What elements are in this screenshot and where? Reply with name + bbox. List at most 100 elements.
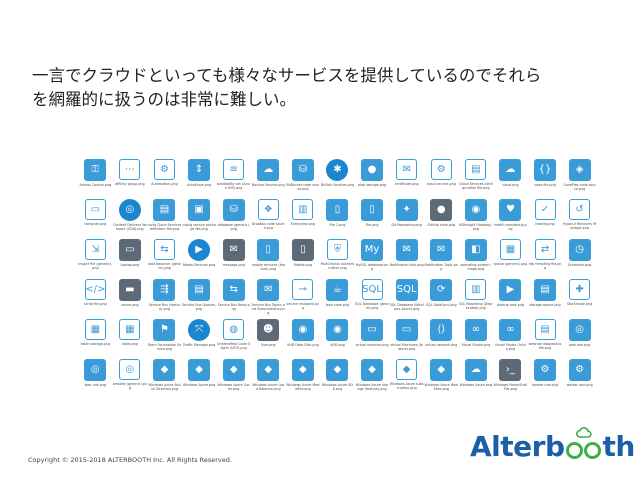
icon-label: AutoScale.png	[187, 183, 211, 187]
icon-tile: ⇲import file (generic).png	[78, 238, 113, 278]
icon-tile: ☁Windows Azure.png	[459, 358, 494, 398]
icon-tile: ⇄rdp remoting file.png	[528, 238, 563, 278]
directory-icon: ◆	[153, 359, 176, 381]
icon-tile: ◆Windows Azure.png	[182, 358, 217, 398]
icon-tile: ●GitHub code.png	[424, 198, 459, 238]
icon-label: web role.png	[84, 383, 107, 387]
storage-queue-icon: ▤	[534, 279, 557, 301]
icon-label: Windows Azure Active Directory.png	[148, 383, 181, 391]
icon-tile: ∞Visual Studio Online.png	[493, 318, 528, 358]
icon-tile: ✉message.png	[216, 238, 251, 278]
table-icon: ▦	[84, 319, 106, 340]
icon-tile: ▯Mobile.png	[286, 238, 321, 278]
notification-icon: ✉	[430, 239, 453, 261]
icon-tile: ☁cloud.png	[493, 158, 528, 198]
icon-tile: ◆Windows Azure MediaFile.png	[286, 358, 321, 398]
icon-tile: ▤Cloud Services configuration file.png	[459, 158, 494, 198]
icon-label: healthy.png	[535, 222, 555, 226]
icon-tile: ✉Notification Hub.png	[389, 238, 424, 278]
icon-tile: ▭Laptop.png	[113, 238, 148, 278]
recovery-icon: ↺	[569, 199, 591, 220]
icon-label: VHD Data Disk.png	[287, 343, 319, 347]
icon-tile: ◆Windows Azure Load Balancer.png	[251, 358, 286, 398]
icon-label: certificate.png	[394, 182, 419, 186]
website-icon: ◆	[430, 359, 453, 381]
icon-label: Java code.png	[325, 303, 350, 307]
icon-label: table storage.png	[80, 342, 110, 346]
icon-label: Service Bus Relay.png	[217, 303, 250, 311]
icon-label: SQL DataSync.png	[425, 303, 457, 307]
icon-label: File.png	[365, 223, 379, 227]
icon-label: Windows PowerShell File.png	[493, 383, 528, 391]
icon-label: Team Foundation Service.png	[147, 343, 182, 351]
github-icon: ●	[430, 199, 453, 221]
icon-tile: ⚿Access Control.png	[78, 158, 113, 198]
disk-icon: ◉	[291, 319, 314, 341]
logo-double-o-mark	[566, 427, 602, 459]
icon-tile: ⚙Automation.png	[147, 158, 182, 198]
topic-icon: ✉	[257, 279, 280, 301]
icon-tile: ✦Git Repository.png	[389, 198, 424, 238]
storage-icon: ◆	[361, 359, 384, 381]
icon-label: Windows Azure Cache.png	[217, 383, 250, 391]
document-icon: ▤	[465, 159, 487, 180]
document-icon: ▤	[153, 199, 176, 221]
icon-tile: ▬server.png	[113, 278, 148, 318]
script-icon: </>	[84, 279, 106, 300]
icon-label: message.png	[222, 263, 245, 267]
icon-label: Service Bus (feature).png	[148, 303, 181, 311]
icon-label: worker role.png	[532, 383, 558, 387]
web-role-icon: ◎	[84, 359, 107, 381]
icon-tile: ⇆Service Bus Relay.png	[216, 278, 251, 318]
icon-label: service endpoint.png	[286, 302, 320, 310]
icon-label: Traffic Manager.png	[182, 343, 216, 347]
icon-tile: ❖DropBox code source.png	[251, 198, 286, 238]
icon-label: virtual machine.png	[355, 343, 389, 347]
icon-tile: ▶ startup task.png	[493, 278, 528, 318]
icon-label: web role.png	[568, 343, 591, 347]
icon-tile: ◎ web role.png	[78, 358, 113, 398]
icon-label: Unidentified Code Object (UFO).png	[217, 342, 251, 350]
icon-tile: ⚙worker role.png	[562, 358, 597, 398]
icon-label: database (generic).png	[217, 223, 250, 231]
icon-label: virtual network.png	[425, 343, 458, 347]
nodes-icon: ⋯	[119, 159, 141, 180]
icon-label: website (generic).png	[112, 382, 147, 390]
icon-label: Media Services.png	[182, 263, 216, 267]
scale-icon: ⇕	[188, 159, 211, 181]
code-icon: {}	[534, 159, 557, 181]
icon-tile: ✚StorSimple.png	[562, 278, 597, 318]
icon-label: Visual Studio.png	[461, 343, 491, 347]
headline-line-1: 一言でクラウドといっても様々なサービスを提供しているのでそれら	[32, 66, 542, 85]
diagnostics-icon: ▤	[534, 319, 556, 340]
icon-tile: ▣cspkg service package file.png	[182, 198, 217, 238]
icon-tile: ▭virtual machine.png	[355, 318, 390, 358]
icon-label: operating system image.png	[460, 263, 492, 271]
powershell-icon: ›_	[499, 359, 522, 381]
icon-tile: ▭virtual Machines (feature).png	[389, 318, 424, 358]
elephant-icon: ◉	[464, 199, 487, 221]
media-file-icon: ◆	[291, 359, 314, 381]
ufo-icon: ◍	[223, 319, 245, 340]
queue-icon: ▦	[499, 239, 521, 260]
traffic-icon: ⤧	[188, 319, 211, 341]
icon-tile: ⟳SQL DataSync.png	[424, 278, 459, 318]
startup-icon: ▶	[499, 279, 522, 301]
layers-icon: ≡	[223, 159, 245, 180]
icon-tile: ▤cscfg Cloud Services definition file.pn…	[147, 198, 182, 238]
icon-label: startup task.png	[496, 303, 525, 307]
icon-label: CodePlex code source.png	[563, 183, 596, 191]
gear-icon: ⚙	[534, 359, 557, 381]
icon-tile: ▤webrole diagnostics file.png	[528, 318, 563, 358]
gear-icon: ⚙	[568, 359, 591, 381]
user-icon: ☻	[257, 319, 280, 341]
icon-tile: ◉VHD.png	[320, 318, 355, 358]
codeplex-icon: ◈	[568, 159, 591, 181]
icon-tile: ∞Visual Studio.png	[459, 318, 494, 358]
icon-label: Laptop.png	[120, 263, 140, 267]
icon-label: User.png	[260, 343, 276, 347]
icon-tile: ◎website (generic).png	[113, 358, 148, 398]
copyright-notice: Copyright © 2015-2018 ALTERBOOTH Inc. Al…	[28, 456, 232, 464]
icon-label: Git Repository.png	[391, 223, 422, 227]
icon-label: Service Bus Queues.png	[182, 303, 217, 311]
